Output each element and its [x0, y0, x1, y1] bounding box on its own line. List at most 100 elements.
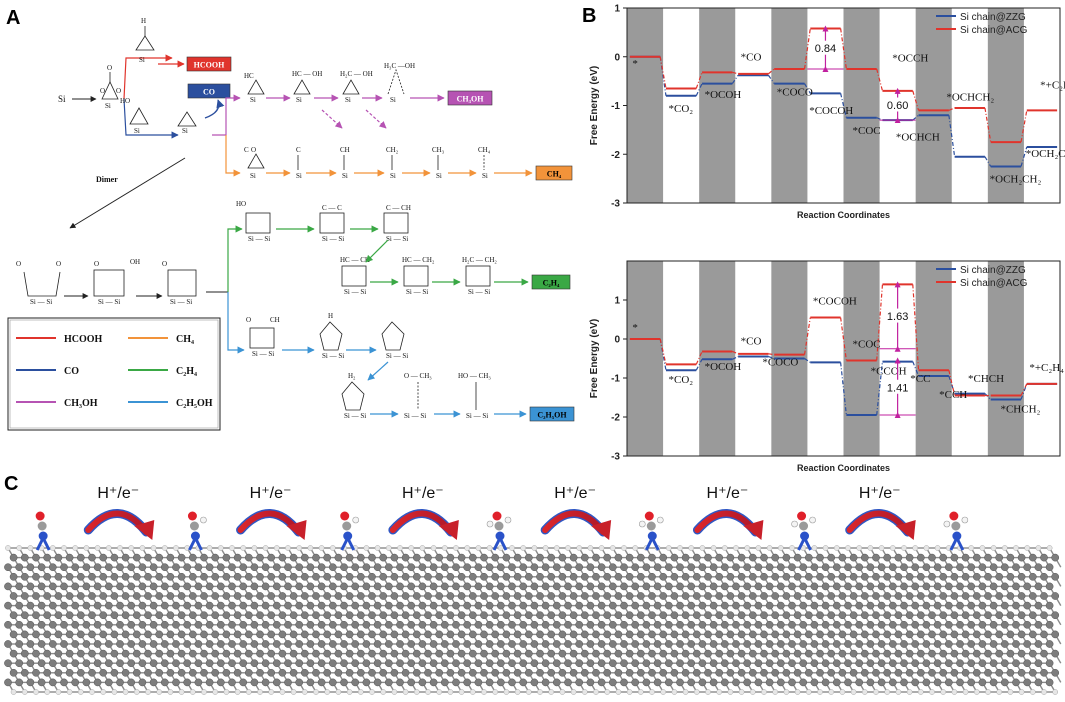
- state-label: *OCCH: [892, 53, 928, 65]
- connector: [1020, 383, 1028, 396]
- svg-text:Si: Si: [134, 127, 140, 135]
- svg-text:Si: Si: [296, 96, 302, 104]
- state-label: *CC: [910, 373, 930, 385]
- hydrogenation-step-5: H⁺/e⁻: [692, 485, 764, 540]
- connector: [695, 351, 703, 365]
- connector: [768, 355, 775, 360]
- state-label: *CO: [741, 52, 762, 64]
- step-label: H⁺/e⁻: [859, 485, 901, 502]
- x-axis-label: Reaction Coordinates: [797, 463, 890, 473]
- state-label: *COCO: [762, 357, 798, 369]
- connector: [803, 28, 811, 70]
- state-label: *OCH₂CH₂: [990, 174, 1042, 186]
- state-label: *COC: [853, 339, 881, 351]
- connector: [912, 114, 919, 121]
- state-label: *+C₂H₅OH: [1040, 79, 1065, 91]
- connector: [912, 361, 920, 377]
- connector: [732, 71, 739, 75]
- state-label: *CCOH: [871, 365, 907, 377]
- state-label: *COCO: [777, 86, 813, 98]
- legend-label: Si chain@ACG: [960, 25, 1028, 36]
- state-label: *COCOH: [813, 296, 857, 308]
- svg-text:Si: Si: [182, 127, 188, 135]
- product-box-co: [187, 83, 231, 99]
- legend-label: Si chain@ZZG: [960, 12, 1026, 23]
- state-label: *CO: [741, 335, 762, 347]
- reaction-steps-lattice: H⁺/e⁻H⁺/e⁻H⁺/e⁻H⁺/e⁻H⁺/e⁻H⁺/e⁻: [4, 485, 1062, 695]
- legend-label: C₂H₅OH: [176, 398, 213, 409]
- svg-text:HC — CH₂: HC — CH₂: [402, 256, 435, 264]
- state-label: *OCH₂CH₂: [1026, 148, 1065, 160]
- si-atom-label: Si: [58, 94, 66, 104]
- svg-text:Si — Si: Si — Si: [170, 298, 192, 306]
- stripe: [627, 8, 664, 203]
- product-label-hcooh: HCOOH: [194, 61, 225, 70]
- svg-text:Si: Si: [342, 172, 348, 180]
- connector: [876, 284, 884, 361]
- connector: [876, 117, 883, 121]
- barrier-value: 1.41: [887, 382, 908, 394]
- legend-label: CO: [64, 366, 79, 377]
- svg-text:HC: HC: [244, 72, 254, 80]
- state-label: *CHCH: [968, 373, 1004, 385]
- svg-text:Si: Si: [390, 96, 396, 104]
- connector: [732, 350, 739, 355]
- svg-text:Si — Si: Si — Si: [344, 288, 366, 296]
- svg-text:H₂: H₂: [348, 372, 356, 380]
- product-label-c2h4: C₂H₄: [543, 279, 560, 288]
- stripe: [915, 261, 952, 456]
- svg-text:H: H: [328, 312, 333, 320]
- dimer-label: Dimer: [96, 175, 118, 184]
- connector: [804, 358, 811, 363]
- connector: [695, 358, 703, 371]
- product-label-co: CO: [203, 88, 215, 97]
- svg-text:H: H: [141, 17, 146, 25]
- svg-text:HO: HO: [236, 200, 246, 208]
- svg-text:Si — Si: Si — Si: [322, 352, 344, 360]
- svg-text:CH: CH: [340, 146, 350, 154]
- legend-label: Si chain@ACG: [960, 278, 1028, 289]
- svg-text:O: O: [94, 260, 99, 268]
- step-label: H⁺/e⁻: [707, 485, 749, 502]
- co2-si-structure: [101, 72, 119, 100]
- svg-text:Si: Si: [482, 172, 488, 180]
- hydrogenation-step-1: H⁺/e⁻: [83, 485, 155, 540]
- svg-text:Si: Si: [250, 96, 256, 104]
- barrier-bg: [883, 97, 912, 112]
- barrier-bg: [883, 308, 912, 323]
- svg-text:CH₃: CH₃: [432, 146, 445, 154]
- connector: [1020, 146, 1028, 167]
- svg-text:O: O: [246, 316, 251, 324]
- connector: [803, 317, 811, 355]
- hydrogenation-step-2: H⁺/e⁻: [236, 485, 307, 540]
- pathway-legend: [7, 317, 221, 431]
- svg-text:Si: Si: [105, 102, 111, 110]
- svg-text:O: O: [251, 146, 256, 154]
- connector: [695, 72, 703, 89]
- svg-text:HC — OH: HC — OH: [292, 70, 322, 78]
- svg-text:HC — CH: HC — CH: [340, 256, 370, 264]
- svg-text:Si — Si: Si — Si: [406, 288, 428, 296]
- state-label: *OCHCH: [896, 132, 940, 144]
- svg-text:O: O: [107, 64, 112, 72]
- product-label-c2h5oh: C₂H₅OH: [537, 411, 567, 420]
- adsorbate-2: [187, 511, 207, 551]
- panel-label-b: B: [582, 5, 596, 27]
- hydrogenation-step-3: H⁺/e⁻: [388, 485, 459, 540]
- state-label: *CCH: [939, 389, 967, 401]
- y-tick-label: 0: [614, 335, 620, 346]
- adsorbate-1: [35, 511, 51, 551]
- product-box-c2h5oh: [529, 406, 575, 422]
- panel-label-c: C: [4, 473, 18, 495]
- y-tick-label: -2: [611, 413, 620, 424]
- step-label: H⁺/e⁻: [250, 485, 292, 502]
- connector: [912, 284, 920, 371]
- y-tick-label: 1: [614, 4, 620, 15]
- stripe: [915, 8, 952, 203]
- legend-label: CH₄: [176, 334, 194, 345]
- svg-text:CH₂: CH₂: [386, 146, 399, 154]
- connector: [912, 90, 920, 111]
- svg-text:C — CH: C — CH: [386, 204, 411, 212]
